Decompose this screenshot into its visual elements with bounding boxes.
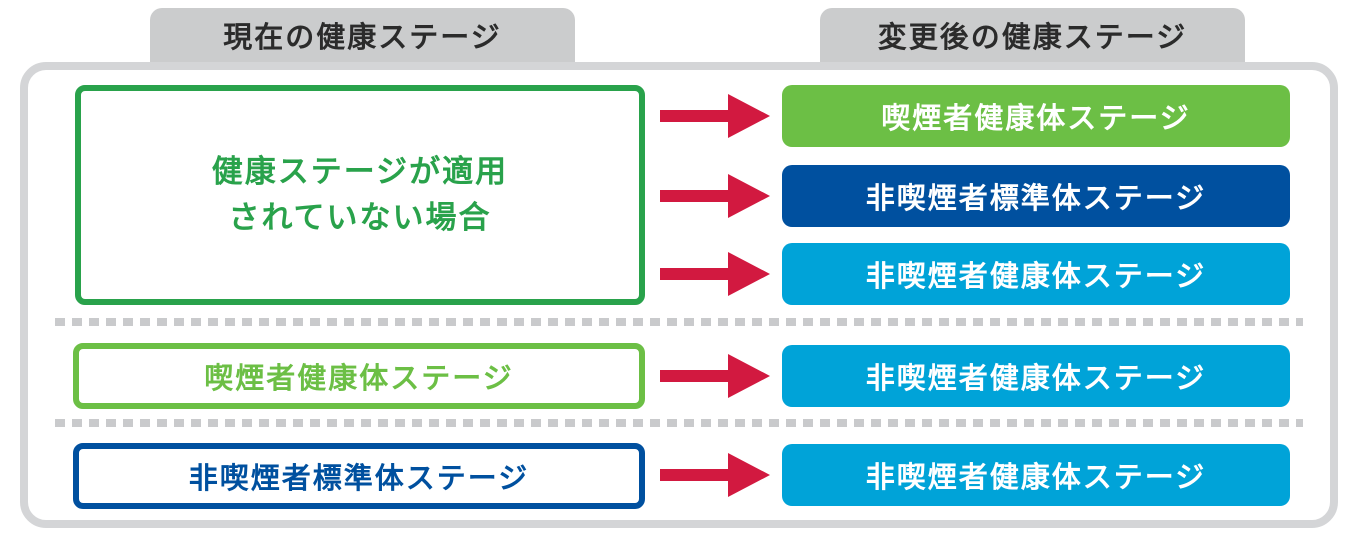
dotted-separator [55,419,1303,427]
target-stage-box-smoker-healthy: 喫煙者健康体ステージ [782,85,1290,147]
right-arrow-icon [660,353,770,399]
header-after-stage-label: 変更後の健康ステージ [877,22,1188,54]
right-arrow-icon [660,173,770,219]
right-arrow-icon [660,251,770,297]
target-stage-box-nonsmoker-healthy: 非喫煙者健康体ステージ [782,345,1290,407]
source-stage-box-no-stage: 健康ステージが適用 されていない場合 [75,85,645,305]
target-stage-box-nonsmoker-standard: 非喫煙者標準体ステージ [782,165,1290,227]
right-arrow-icon [660,93,770,139]
header-current-stage: 現在の健康ステージ [150,8,575,70]
target-stage-box-nonsmoker-healthy: 非喫煙者健康体ステージ [782,444,1290,506]
header-after-stage: 変更後の健康ステージ [820,8,1245,70]
dotted-separator [55,318,1303,326]
source-stage-box-smoker-healthy: 喫煙者健康体ステージ [73,343,645,409]
source-stage-box-nonsmoker-standard: 非喫煙者標準体ステージ [73,443,645,509]
target-stage-box-nonsmoker-healthy: 非喫煙者健康体ステージ [782,243,1290,305]
header-current-stage-label: 現在の健康ステージ [223,22,502,54]
right-arrow-icon [660,452,770,498]
